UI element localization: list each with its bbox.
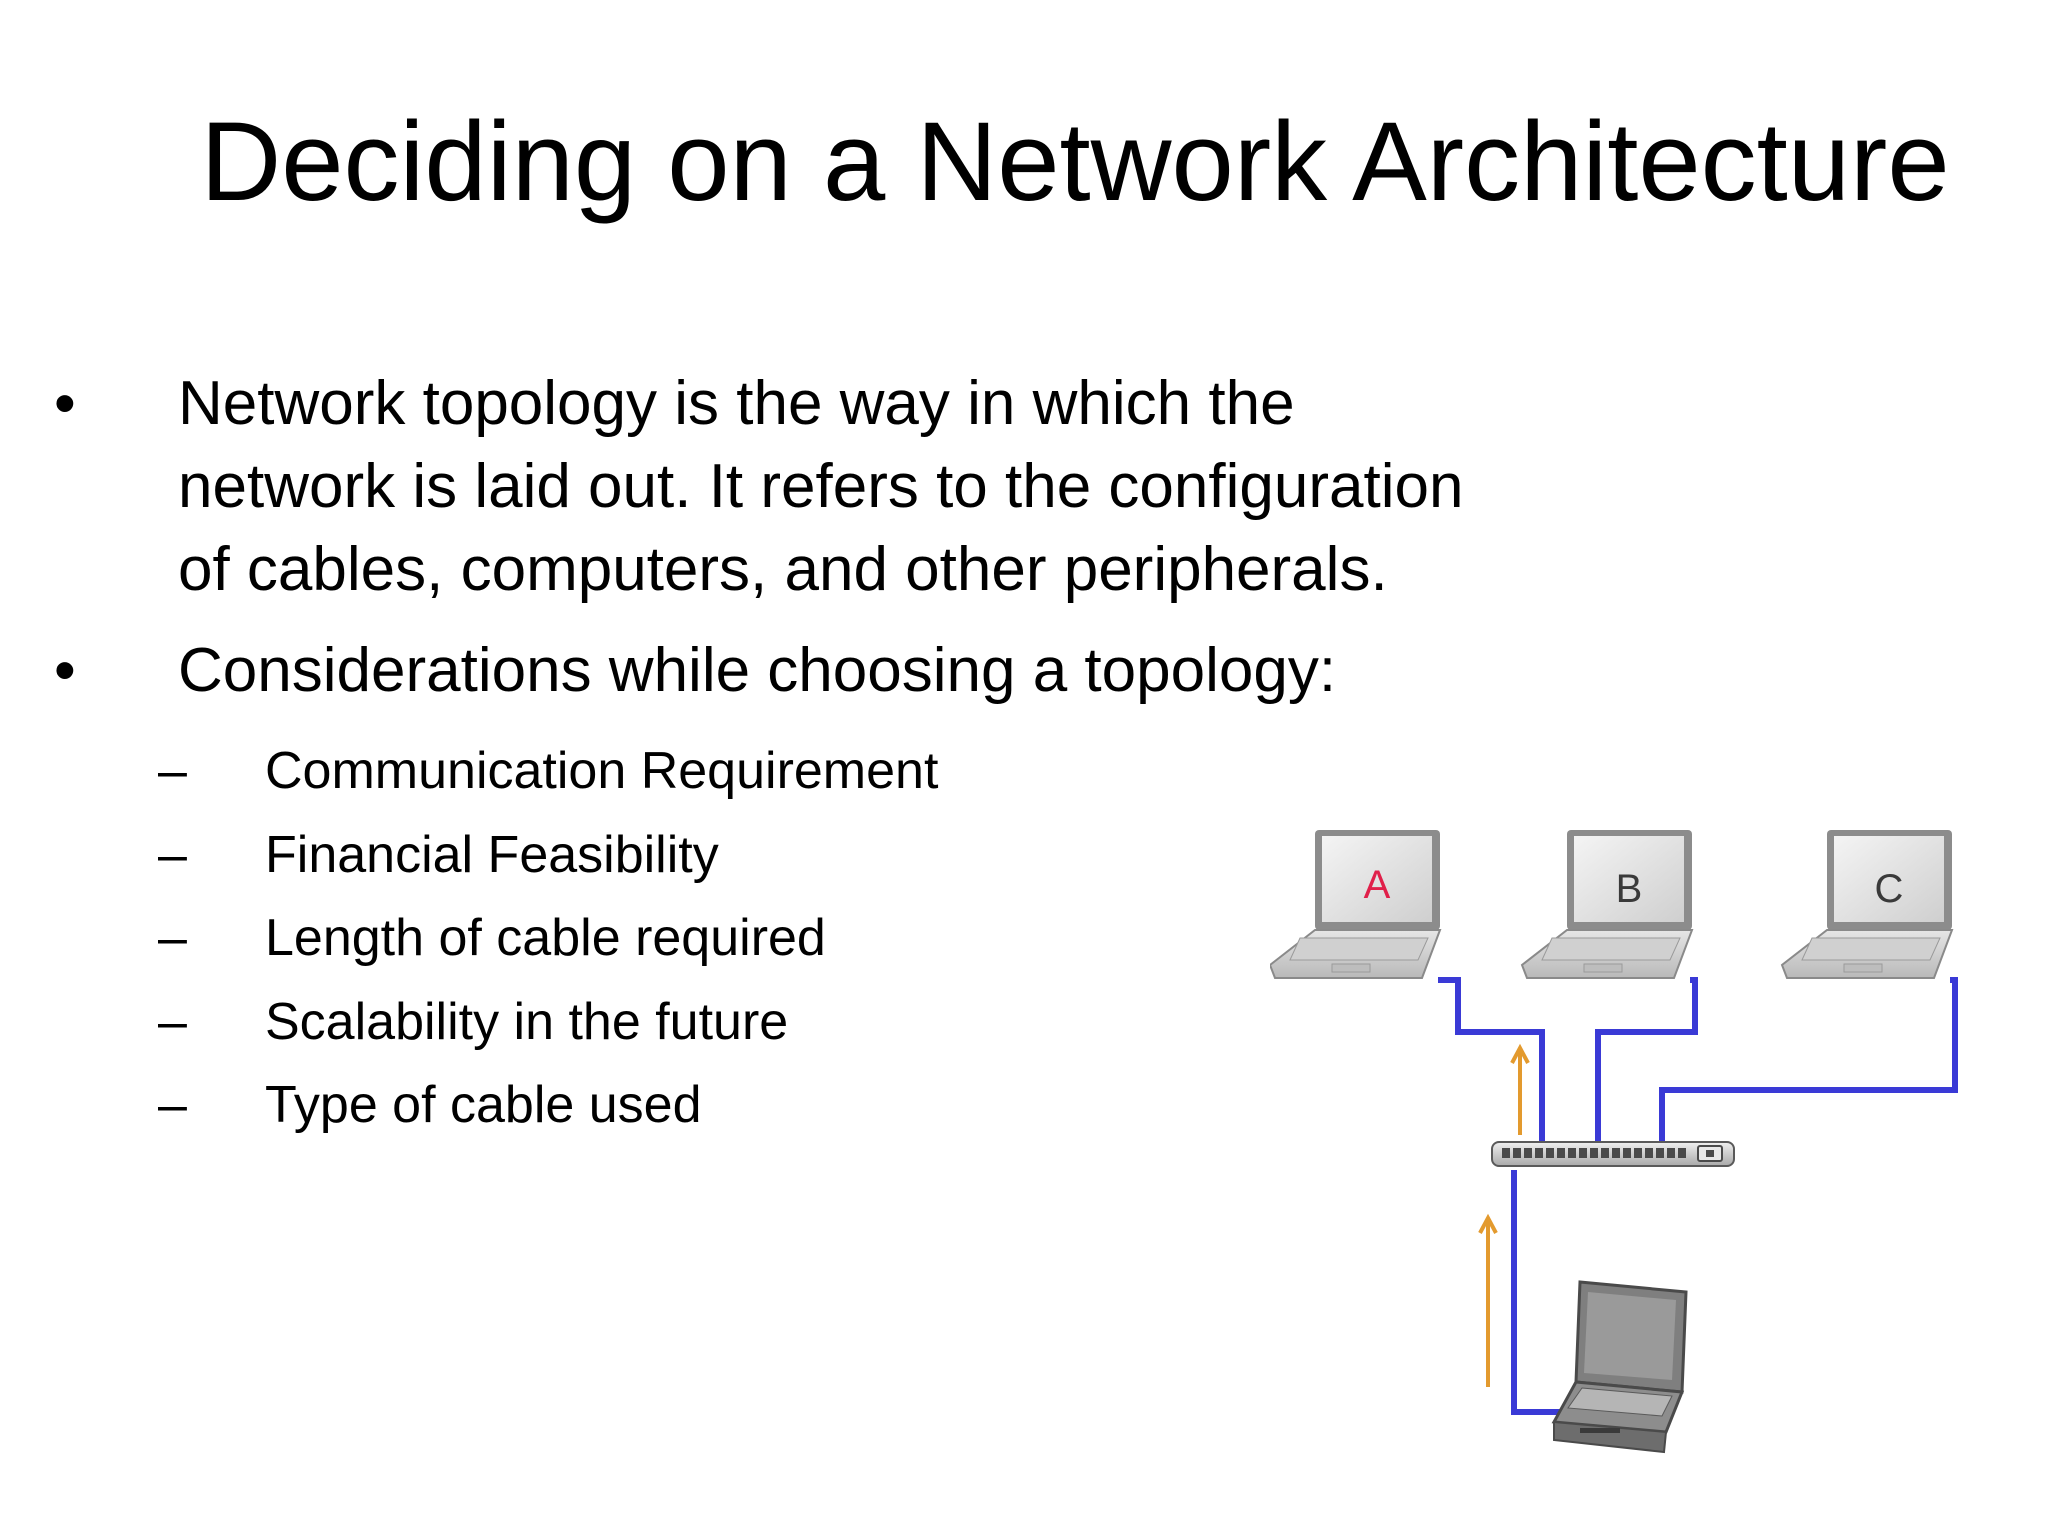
consideration-text: Length of cable required bbox=[265, 909, 826, 967]
laptop-a-label: A bbox=[1364, 863, 1391, 907]
bullet-list: • Network topology is the way in which t… bbox=[0, 362, 1500, 1148]
up-arrow-icon bbox=[1478, 1213, 1498, 1387]
bottom-laptop-icon bbox=[1551, 1280, 1688, 1454]
bullet-text: Network topology is the way in which the… bbox=[178, 369, 1464, 604]
cable-lines bbox=[1438, 977, 1958, 1415]
cable-b bbox=[1595, 977, 1698, 1148]
bullet-marker: • bbox=[54, 369, 76, 438]
dash-marker: – bbox=[158, 992, 187, 1051]
consideration-item: – Financial Feasibility bbox=[0, 814, 1500, 898]
slide-title: Deciding on a Network Architecture bbox=[200, 99, 1950, 224]
dash-marker: – bbox=[158, 825, 187, 884]
dash-marker: – bbox=[158, 909, 187, 967]
cable-a bbox=[1438, 977, 1545, 1148]
network-switch-icon bbox=[1491, 1141, 1735, 1167]
traffic-arrows bbox=[1478, 1043, 1530, 1387]
dash-marker: – bbox=[158, 1076, 187, 1134]
consideration-item: – Scalability in the future bbox=[0, 981, 1500, 1065]
consideration-item: – Length of cable required bbox=[0, 897, 1500, 981]
bullet-marker: • bbox=[54, 636, 76, 705]
laptop-c-icon: C bbox=[1780, 830, 1954, 979]
bullet-text: Considerations while choosing a topology… bbox=[178, 636, 1337, 705]
cable-c bbox=[1659, 977, 1958, 1148]
consideration-item: – Type of cable used bbox=[0, 1064, 1500, 1148]
bullet-item-topology: • Network topology is the way in which t… bbox=[0, 362, 1498, 611]
laptop-a-icon: A bbox=[1270, 830, 1442, 979]
consideration-item: – Communication Requirement bbox=[0, 730, 1500, 814]
laptop-b-label: B bbox=[1616, 867, 1643, 911]
considerations-list: – Communication Requirement – Financial … bbox=[0, 730, 1500, 1148]
up-arrow-icon bbox=[1510, 1043, 1530, 1135]
consideration-text: Scalability in the future bbox=[265, 992, 789, 1051]
laptop-b-icon: B bbox=[1520, 830, 1694, 979]
cable-bottom-laptop bbox=[1511, 1170, 1560, 1415]
bullet-item-considerations: • Considerations while choosing a topolo… bbox=[0, 629, 1498, 712]
consideration-text: Type of cable used bbox=[265, 1076, 702, 1134]
dash-marker: – bbox=[158, 742, 187, 800]
laptop-c-label: C bbox=[1875, 867, 1904, 911]
consideration-text: Communication Requirement bbox=[265, 742, 939, 800]
consideration-text: Financial Feasibility bbox=[265, 825, 719, 884]
network-diagram: A B C bbox=[1270, 830, 1958, 1454]
